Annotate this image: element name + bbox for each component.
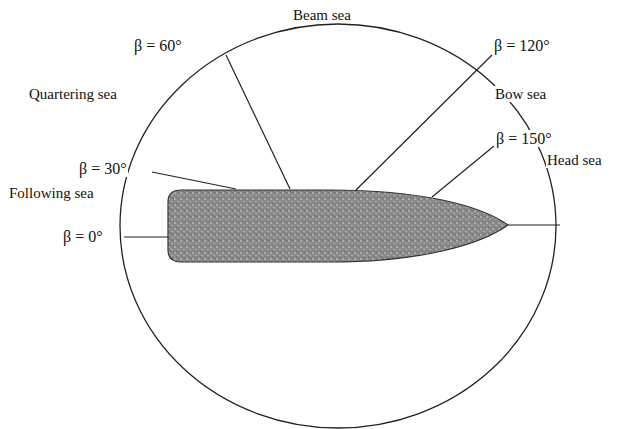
- sea-state-label-box: Following sea: [8, 184, 95, 202]
- heading-angle-label: β = 0°: [62, 228, 104, 245]
- heading-angle-label-box: β = 30°: [78, 160, 128, 178]
- heading-line: [356, 55, 492, 190]
- heading-angle-label: β = 120°: [493, 37, 551, 54]
- heading-line: [152, 172, 236, 189]
- heading-angle-label: β = 150°: [495, 130, 553, 147]
- sea-state-label-box: Quartering sea: [28, 85, 118, 103]
- sea-state-label: Following sea: [8, 185, 95, 201]
- heading-line: [226, 55, 290, 189]
- sea-state-label: Bow sea: [494, 86, 547, 102]
- heading-angle-label-box: β = 120°: [493, 37, 551, 55]
- sea-state-label: Beam sea: [292, 7, 352, 23]
- heading-angle-label-box: β = 0°: [62, 228, 104, 246]
- heading-circle: [120, 24, 556, 428]
- sea-state-label-box: Head sea: [546, 151, 603, 169]
- heading-line: [124, 236, 168, 237]
- heading-line: [508, 224, 560, 225]
- sea-state-label-box: Beam sea: [292, 6, 352, 24]
- heading-angle-label: β = 30°: [78, 160, 128, 177]
- sea-state-label: Quartering sea: [28, 86, 118, 102]
- heading-angle-label-box: β = 150°: [495, 130, 553, 148]
- sea-state-label: Head sea: [546, 152, 603, 168]
- heading-angle-label: β = 60°: [133, 37, 183, 54]
- ship-hull: [168, 190, 508, 262]
- sea-state-label-box: Bow sea: [494, 85, 547, 103]
- heading-angle-label-box: β = 60°: [133, 37, 183, 55]
- heading-line: [432, 146, 494, 197]
